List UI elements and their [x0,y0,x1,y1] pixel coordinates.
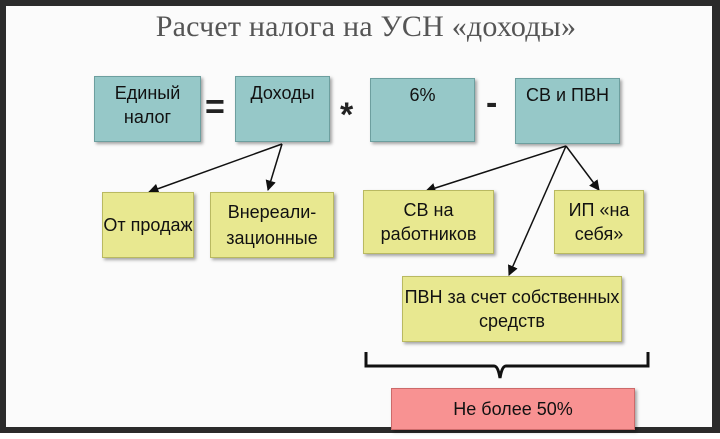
income-box: Доходы [235,76,330,142]
arrow-contrib-to-employees [425,145,567,194]
arrow-contrib-to-own-funds [508,145,567,276]
equals-sign: = [205,88,225,126]
curly-brace [364,352,650,379]
limit-box: Не более 50% [391,388,635,430]
connector-lines [148,143,650,379]
slide-title: Расчет налога на УСН «доходы» [155,10,577,43]
non-operating-income-box: Внереали-зационные [210,192,334,258]
employee-contributions-box: СВ на работников [363,190,494,254]
sales-income-box: От продаж [102,192,194,258]
minus-sign: - [486,84,498,122]
arrow-income-to-sales [148,143,283,194]
arrow-income-to-nonoperating [265,143,283,192]
unified-tax-box: Единый налог [94,76,201,142]
multiply-sign: * [340,96,354,134]
rate-box: 6% [370,78,475,142]
arrow-contrib-to-self [565,145,600,191]
self-contributions-box: ИП «на себя» [554,190,644,254]
own-funds-sick-pay-box: ПВН за счет собственных средств [402,276,622,342]
contributions-box: СВ и ПВН [515,78,620,144]
